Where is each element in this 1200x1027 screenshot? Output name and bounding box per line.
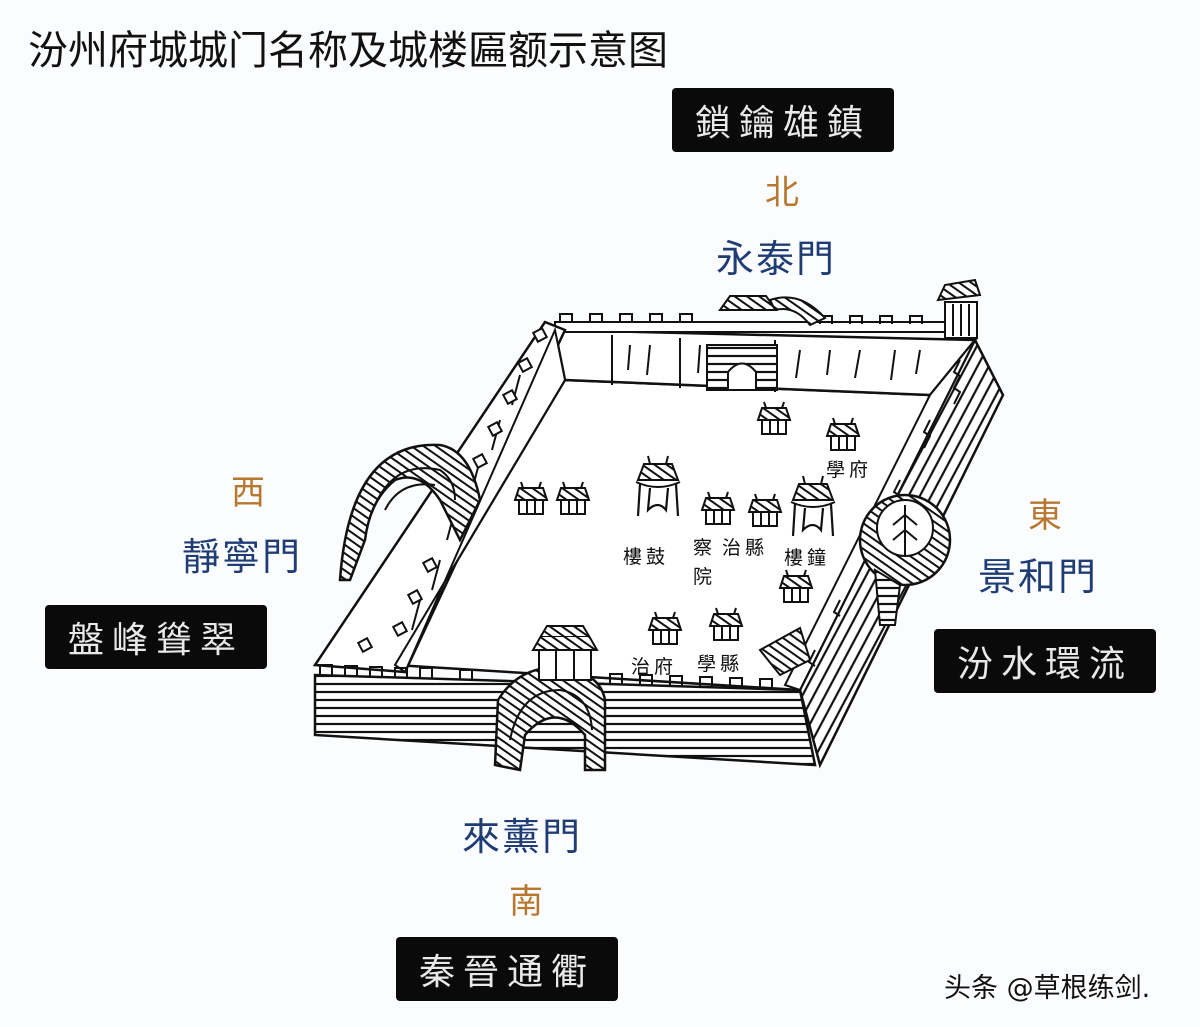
north-direction: 北 <box>765 173 799 213</box>
north-gate-name: 永泰門 <box>716 237 837 281</box>
west-direction: 西 <box>231 473 265 513</box>
label-chayuan-top: 察 <box>693 537 717 559</box>
label-fuxue: 學府 <box>826 459 873 481</box>
south-direction: 南 <box>509 882 543 922</box>
south-plaque: 秦晉通衢 <box>396 937 618 1001</box>
east-gate-name: 景和門 <box>978 555 1099 599</box>
south-gate-name: 來薰門 <box>462 815 583 859</box>
south-plaque-text: 秦晉通衢 <box>418 952 595 993</box>
label-chayuan-bottom: 院 <box>693 566 717 588</box>
east-plaque-text: 汾水環流 <box>956 644 1133 685</box>
page-title: 汾州府城城门名称及城楼匾额示意图 <box>28 28 668 74</box>
north-plaque-text: 鎖鑰雄鎮 <box>694 103 871 144</box>
label-xianzhi: 治縣 <box>722 537 769 559</box>
north-plaque: 鎖鑰雄鎮 <box>672 88 894 152</box>
watermark: 头条 @草根练剑. <box>944 973 1151 1004</box>
west-gate-name: 靜寧門 <box>182 535 303 579</box>
label-fuzhi: 治府 <box>631 656 678 678</box>
label-xianxue: 學縣 <box>697 653 744 675</box>
west-plaque-text: 盤峰聳翠 <box>67 620 244 661</box>
east-direction: 東 <box>1028 496 1062 536</box>
west-plaque: 盤峰聳翠 <box>45 605 267 669</box>
label-zhonglou: 樓鐘 <box>784 547 831 569</box>
label-gulou: 樓鼓 <box>623 546 670 568</box>
east-plaque: 汾水環流 <box>934 629 1156 693</box>
